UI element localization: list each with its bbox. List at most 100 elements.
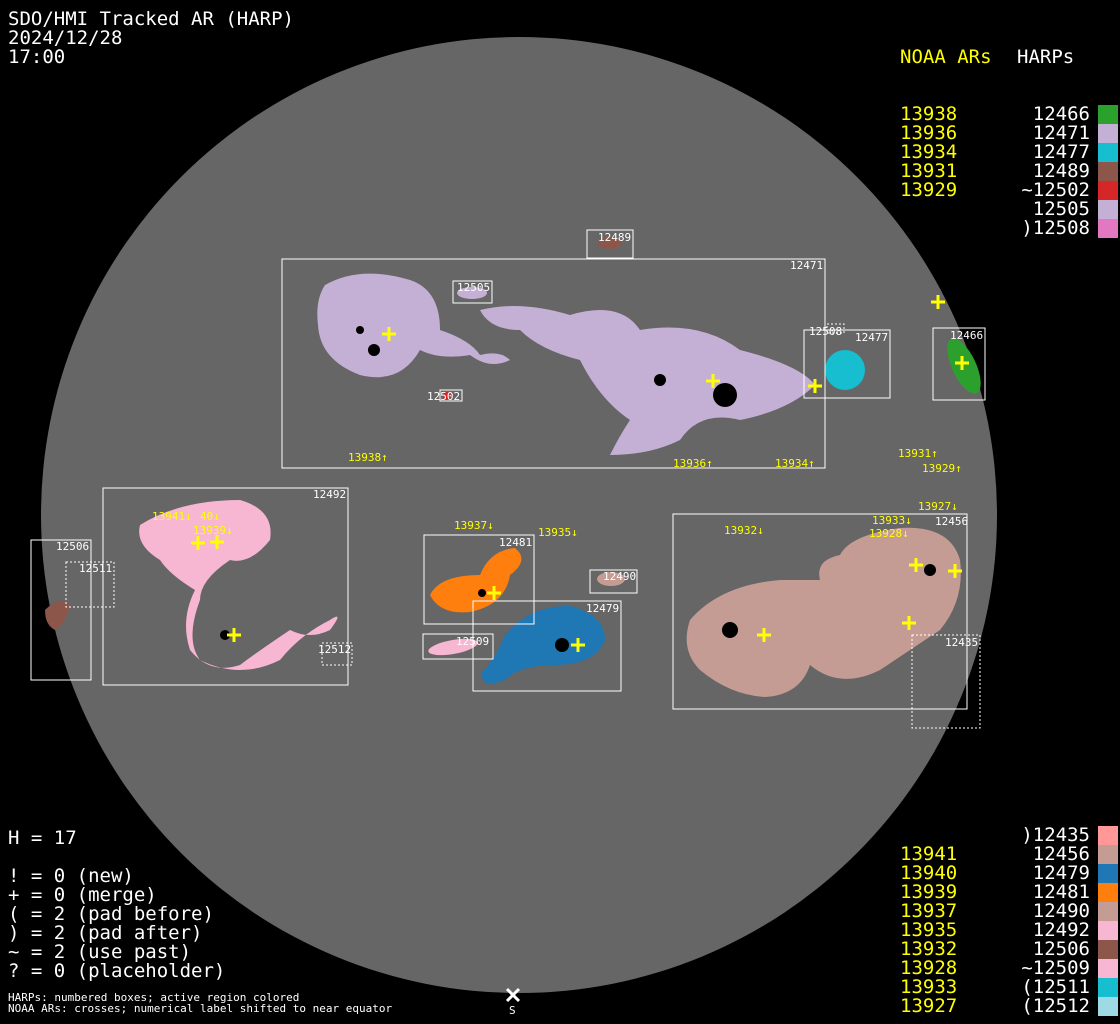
south-x-icon bbox=[505, 987, 521, 1003]
stat-line: ? = 0 (placeholder) bbox=[8, 960, 226, 982]
legend-row: 13938 12466 bbox=[900, 105, 1118, 124]
region-12502 bbox=[443, 392, 451, 400]
stat-line: ~ = 2 (use past) bbox=[8, 941, 192, 963]
noaa-ar-number: 13936 bbox=[900, 122, 958, 144]
south-label: S bbox=[509, 1004, 516, 1017]
legend-row: 13937 12490 bbox=[900, 902, 1118, 921]
legend-row: 12505 bbox=[900, 200, 1118, 219]
legend-row: 13934 12477 bbox=[900, 143, 1118, 162]
noaa-label: 13932↓ bbox=[724, 524, 764, 537]
region-12471 bbox=[317, 273, 815, 455]
region-12492 bbox=[139, 500, 338, 670]
noaa-ar-number: 13939 bbox=[900, 881, 958, 903]
noaa-ar-number: 13935 bbox=[900, 919, 958, 941]
harp-number: (12511 bbox=[1021, 976, 1090, 998]
harp-label: 12466 bbox=[950, 329, 983, 342]
harp-color-swatch bbox=[1098, 845, 1118, 864]
noaa-label: 13939↓ bbox=[193, 524, 233, 537]
legend-row: 13929 ~12502 bbox=[900, 181, 1118, 200]
harp-number: 12466 bbox=[1032, 103, 1090, 125]
harp-color-swatch bbox=[1098, 162, 1118, 181]
region-12489 bbox=[598, 237, 622, 249]
harp-label: 12506 bbox=[56, 540, 89, 553]
region-12506 bbox=[45, 601, 70, 630]
stat-line: ) = 2 (pad after) bbox=[8, 922, 203, 944]
title: SDO/HMI Tracked AR (HARP) bbox=[8, 8, 294, 30]
harp-color-swatch bbox=[1098, 978, 1118, 997]
legend-row: 13933 (12511 bbox=[900, 978, 1118, 997]
harp-label: 12481 bbox=[499, 536, 532, 549]
noaa-label: 13927↓ bbox=[918, 500, 958, 513]
harp-number: 12490 bbox=[1032, 900, 1090, 922]
time: 17:00 bbox=[8, 46, 66, 68]
harp-label: 12512 bbox=[318, 643, 351, 656]
harp-color-swatch bbox=[1098, 940, 1118, 959]
noaa-label: 40↓ bbox=[200, 510, 220, 523]
harp-label: 12511 bbox=[79, 562, 112, 575]
noaa-label: 13934↑ bbox=[775, 457, 815, 470]
harp-label: 12509 bbox=[456, 635, 489, 648]
harps-header: HARPs bbox=[1017, 46, 1075, 68]
note-noaa: NOAA ARs: crosses; numerical label shift… bbox=[8, 1002, 393, 1015]
note-harps: HARPs: numbered boxes; active region col… bbox=[8, 991, 300, 1004]
harp-label: 12479 bbox=[586, 602, 619, 615]
date: 2024/12/28 bbox=[8, 27, 123, 49]
noaa-label: 13935↓ bbox=[538, 526, 578, 539]
south-marker: S bbox=[505, 987, 521, 1017]
harp-color-swatch bbox=[1098, 105, 1118, 124]
harp-color-swatch bbox=[1098, 219, 1118, 238]
harp-count: H = 17 bbox=[8, 827, 77, 849]
noaa-label: 13936↑ bbox=[673, 457, 713, 470]
harp-number: 12477 bbox=[1032, 141, 1090, 163]
stat-line: ! = 0 (new) bbox=[8, 865, 134, 887]
harp-color-swatch bbox=[1098, 902, 1118, 921]
harp-color-swatch bbox=[1098, 826, 1118, 845]
noaa-ar-number: 13929 bbox=[900, 179, 958, 201]
noaa-ar-number: 13931 bbox=[900, 160, 958, 182]
noaa-ar-number: 13933 bbox=[900, 976, 958, 998]
harp-label: 12502 bbox=[427, 390, 460, 403]
harp-number: ~12509 bbox=[1021, 957, 1090, 979]
noaa-label: 13941↓ bbox=[152, 510, 192, 523]
noaa-ar-number: 13941 bbox=[900, 843, 958, 865]
noaa-crosses bbox=[191, 295, 969, 652]
noaa-label: 13937↓ bbox=[454, 519, 494, 532]
region-12477 bbox=[825, 350, 865, 390]
harp-number: (12512 bbox=[1021, 995, 1090, 1017]
harp-color-swatch bbox=[1098, 181, 1118, 200]
harp-label: 12435 bbox=[945, 636, 978, 649]
noaa-label: 13931↑ bbox=[898, 447, 938, 460]
harp-number: )12435 bbox=[1021, 824, 1090, 846]
noaa-ar-number: 13938 bbox=[900, 103, 958, 125]
harp-boxes bbox=[30, 229, 986, 729]
harp-label: 12456 bbox=[935, 515, 968, 528]
region-12466 bbox=[947, 338, 981, 394]
harp-number: ~12502 bbox=[1021, 179, 1090, 201]
legend-row: 13928~12509 bbox=[900, 959, 1118, 978]
harp-color-swatch bbox=[1098, 921, 1118, 940]
noaa-header: NOAA ARs bbox=[900, 46, 992, 68]
region-12509 bbox=[428, 638, 478, 656]
active-regions bbox=[45, 237, 981, 697]
harp-color-swatch bbox=[1098, 959, 1118, 978]
legend-row: 13927(12512 bbox=[900, 997, 1118, 1016]
harp-labels: 12489 12471 12505 12502 12508 12477 1246… bbox=[56, 231, 983, 656]
harp-number: 12481 bbox=[1032, 881, 1090, 903]
harp-number: 12505 bbox=[1032, 198, 1090, 220]
noaa-label: 13929↑ bbox=[922, 462, 962, 475]
noaa-ar-number: 13934 bbox=[900, 141, 958, 163]
harp-color-swatch bbox=[1098, 143, 1118, 162]
harp-label: 12490 bbox=[603, 570, 636, 583]
harp-label: 12508 bbox=[809, 325, 842, 338]
noaa-ar-number: 13937 bbox=[900, 900, 958, 922]
solar-disk bbox=[41, 37, 997, 993]
noaa-ar-number bbox=[900, 200, 1000, 219]
noaa-label: 13928↓ bbox=[869, 527, 909, 540]
